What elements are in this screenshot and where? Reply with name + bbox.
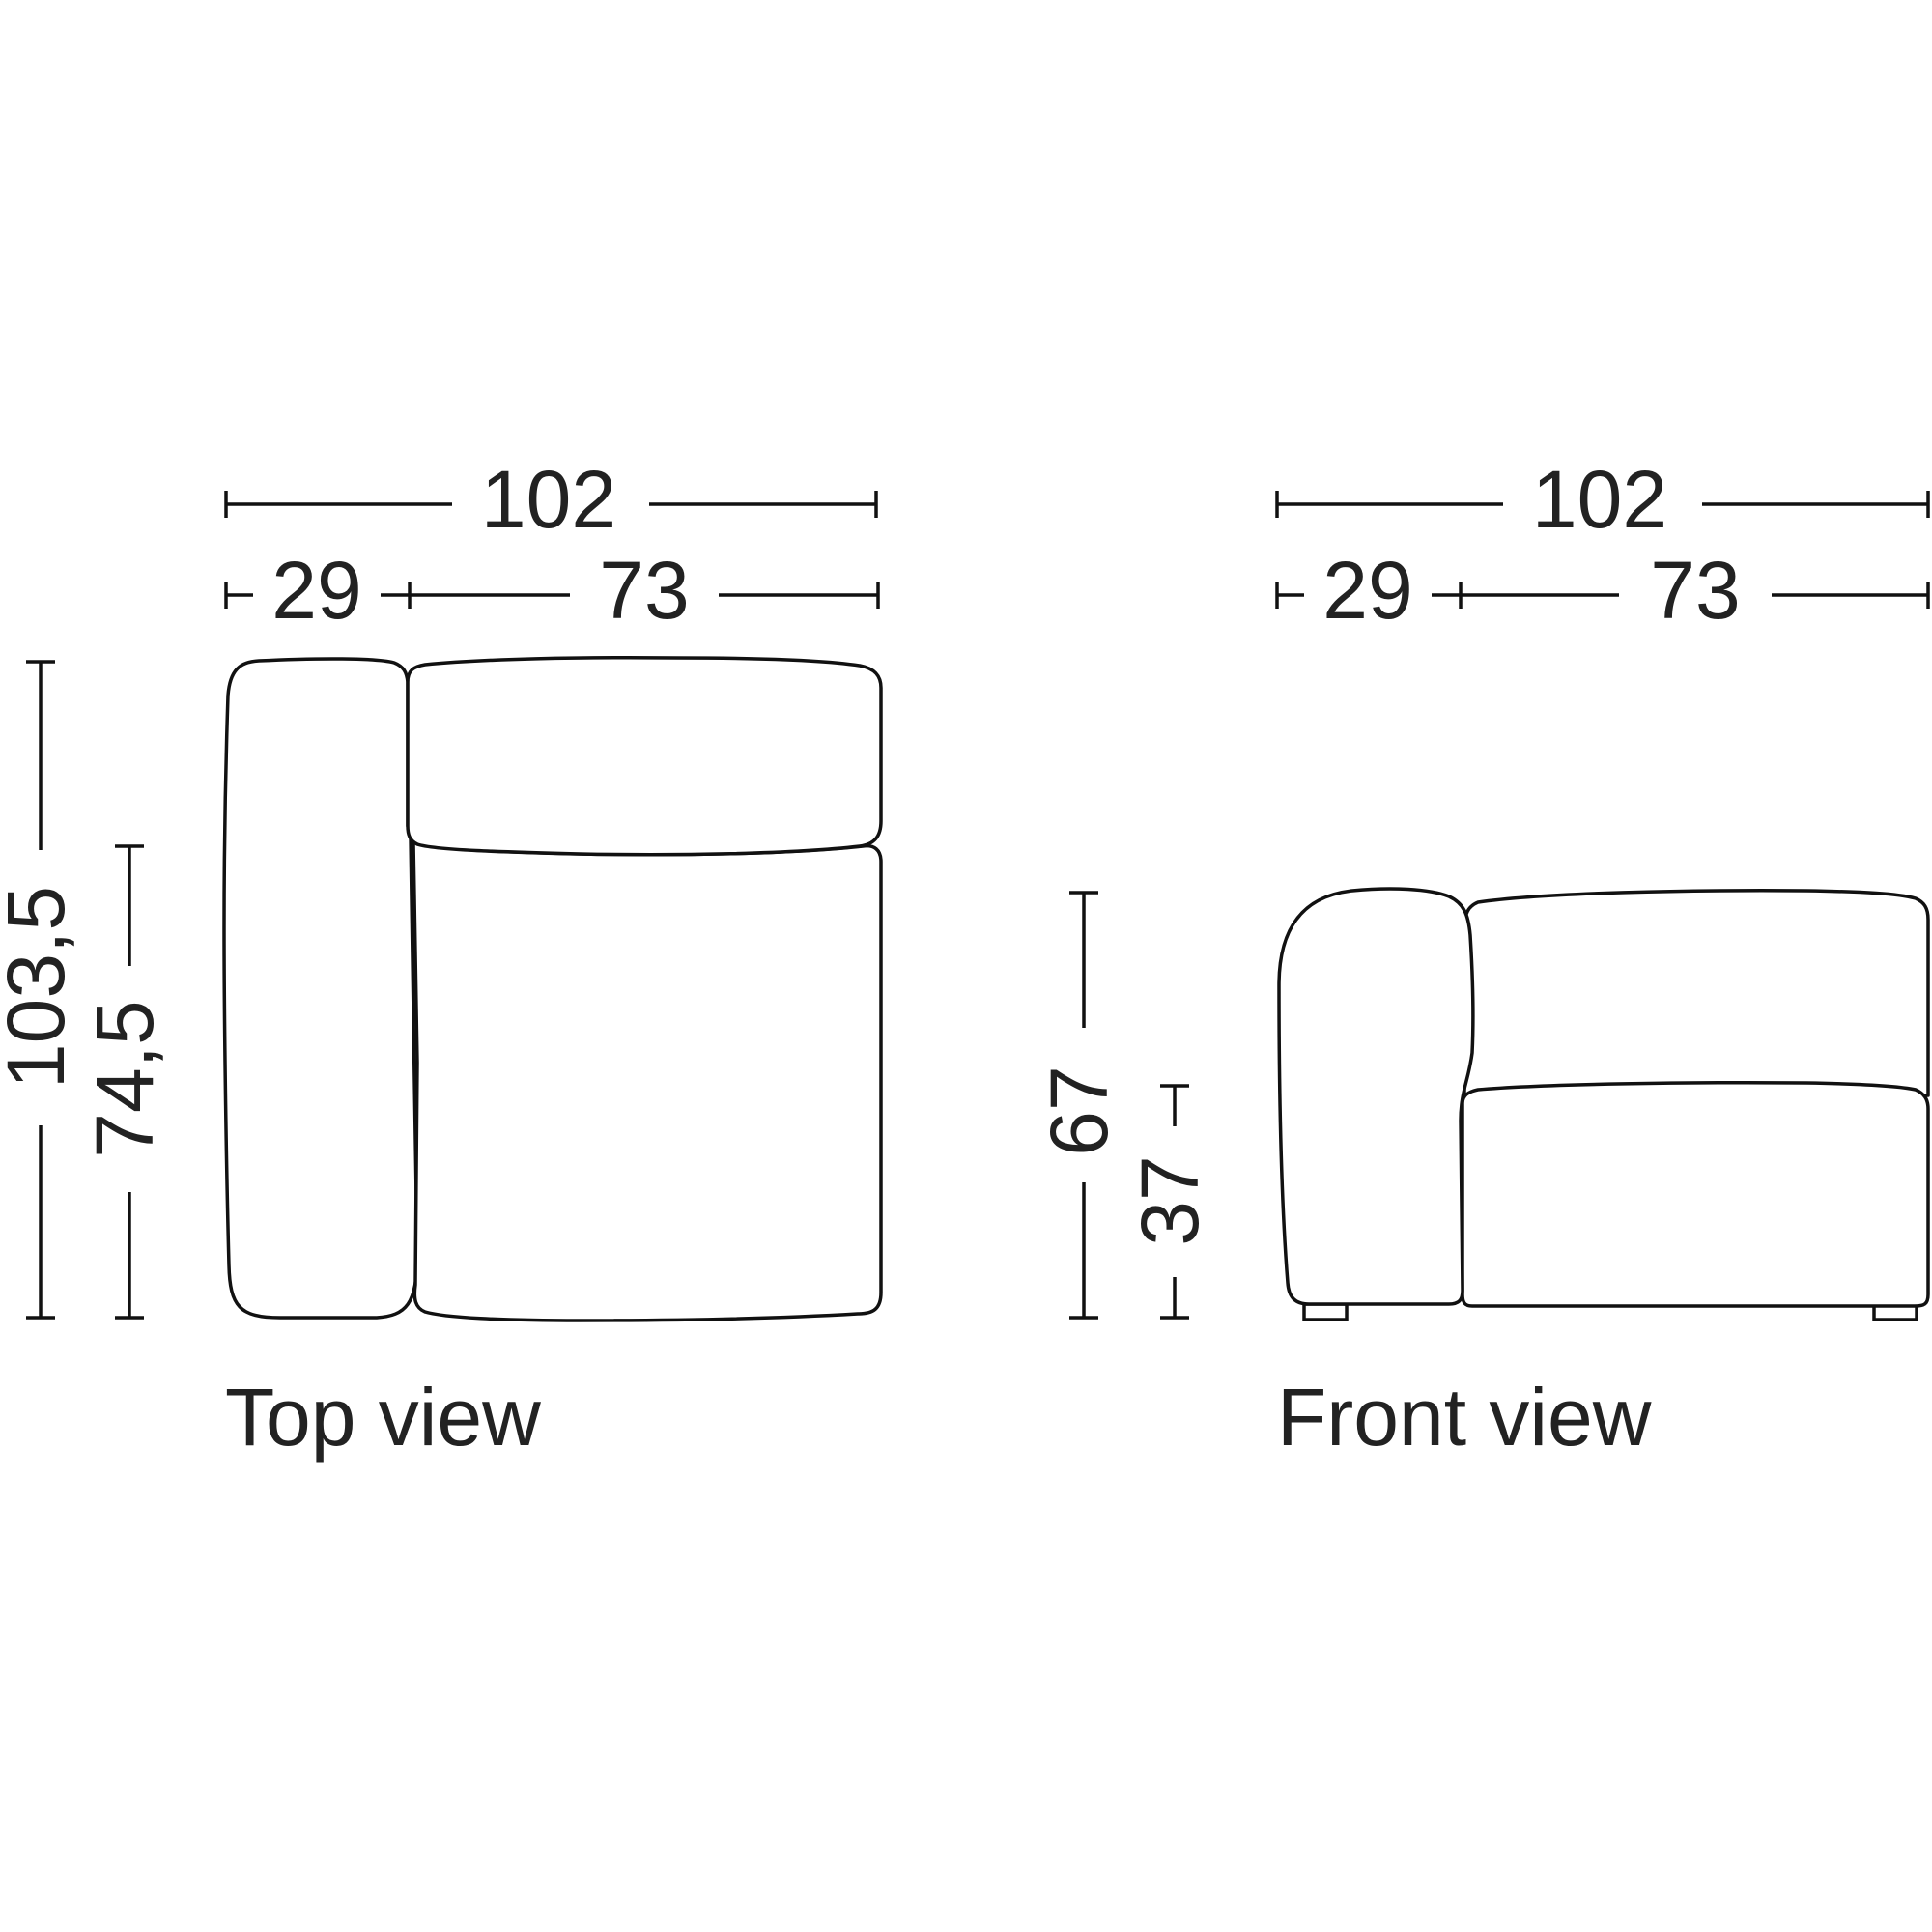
- front-height-total-dimension: 67: [1034, 891, 1124, 1320]
- front-width-total-dimension: 102: [1275, 454, 1930, 545]
- front-seat-cushion-shape: [1461, 1081, 1930, 1308]
- front-width-arm-label: 29: [1322, 545, 1412, 636]
- seat-cushion-shape: [412, 840, 883, 1322]
- front-arm-shape: [1277, 887, 1475, 1306]
- backrest-shape: [1463, 889, 1930, 1097]
- top-view-caption: Top view: [225, 1372, 541, 1463]
- front-view: 102 29 73 67 37: [1034, 454, 1930, 1463]
- top-width-arm-label: 29: [271, 545, 361, 636]
- back-cushion-shape: [406, 656, 883, 857]
- front-height-seat-dimension: 37: [1124, 1084, 1215, 1320]
- top-depth-seat-label: 74,5: [79, 1000, 170, 1158]
- top-width-parts-dimension: 29 73: [224, 545, 880, 636]
- top-width-total-label: 102: [481, 454, 616, 545]
- top-depth-seat-dimension: 74,5: [79, 844, 170, 1320]
- front-view-caption: Front view: [1277, 1372, 1652, 1463]
- top-view-sofa-drawing: [222, 656, 883, 1322]
- top-width-seat-label: 73: [599, 545, 689, 636]
- arm-shape: [222, 657, 419, 1320]
- front-height-total-label: 67: [1034, 1065, 1124, 1155]
- front-width-parts-dimension: 29 73: [1275, 545, 1930, 636]
- top-view: 102 29 73 103,5 74,5: [0, 454, 883, 1463]
- front-width-total-label: 102: [1532, 454, 1667, 545]
- front-view-sofa-drawing: [1277, 887, 1930, 1321]
- sofa-foot: [1302, 1302, 1349, 1321]
- front-height-seat-label: 37: [1124, 1155, 1215, 1245]
- top-width-total-dimension: 102: [224, 454, 878, 545]
- top-depth-total-dimension: 103,5: [0, 660, 81, 1320]
- top-depth-total-label: 103,5: [0, 886, 81, 1089]
- front-width-seat-label: 73: [1650, 545, 1740, 636]
